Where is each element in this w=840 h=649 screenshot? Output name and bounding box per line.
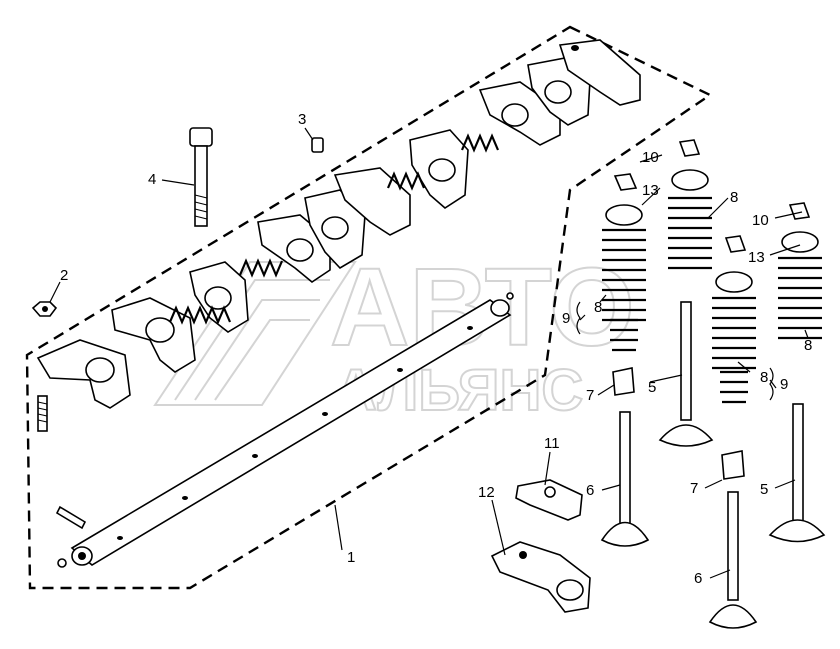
spring-retainer: [671, 169, 709, 191]
valve-spring: [712, 296, 756, 404]
callout-4: 4: [148, 171, 156, 188]
valve: [658, 301, 714, 447]
valve-springs: [602, 196, 822, 404]
callout-10-upper: 10: [642, 149, 659, 166]
callout-11: 11: [544, 435, 560, 452]
leader-lines: [49, 127, 809, 579]
valve-stem-seals: [612, 367, 745, 480]
valve-spring: [602, 228, 646, 352]
valve-collet: [788, 202, 811, 220]
valve: [708, 491, 758, 629]
callout-8-a: 8: [594, 299, 602, 316]
callout-7-upper: 7: [586, 387, 594, 404]
callout-3: 3: [298, 111, 306, 128]
callout-8-b: 8: [730, 189, 738, 206]
valve-collet: [724, 235, 747, 253]
callout-13-lower: 13: [748, 249, 765, 266]
spring-retainer: [605, 204, 643, 226]
callout-12: 12: [478, 484, 495, 501]
valves: [600, 301, 826, 629]
callouts: 1 2 3 4 5 5 6 6 7 7 8 8 8 8 9 9 10 10 11…: [60, 111, 812, 587]
rocker-arm: [36, 339, 131, 409]
valve-collet: [678, 139, 701, 157]
callout-8-d: 8: [804, 337, 812, 354]
nut: [31, 301, 58, 317]
shaft-spring: [168, 305, 232, 325]
callout-9-left: 9: [562, 310, 570, 327]
valve-stem-seal: [612, 367, 635, 396]
valve: [768, 403, 826, 543]
sleeve: [311, 137, 324, 153]
valve-spring: [778, 256, 822, 340]
callout-5-lower: 5: [760, 481, 768, 498]
shaft-spring: [460, 133, 500, 153]
shaft-springs: [168, 133, 500, 325]
assembly-boundary: [25, 25, 713, 590]
shaft-spring: [386, 171, 426, 191]
valve-stem-seal: [721, 450, 745, 480]
spring-retainers: [605, 169, 819, 293]
callout-9-braces: [576, 301, 774, 401]
valve-collets: [613, 139, 811, 253]
rocker-arm: [257, 214, 331, 283]
shaft-spring: [238, 258, 284, 278]
rocker-arm: [189, 261, 249, 333]
callout-5-upper: 5: [648, 379, 656, 396]
rocker-arm: [111, 297, 196, 373]
callout-6-lower: 6: [694, 570, 702, 587]
rocker-bracket: [490, 541, 591, 613]
rocker-arms: [36, 39, 641, 409]
stud: [37, 395, 48, 432]
spring-retainer: [781, 231, 819, 253]
valve-bridge: [515, 479, 583, 521]
rocker-shaft: [55, 292, 514, 568]
rocker-arm: [558, 39, 641, 106]
callout-8-c: 8: [760, 369, 768, 386]
callout-2: 2: [60, 267, 68, 284]
callout-7-lower: 7: [690, 480, 698, 497]
rocker-arm: [409, 129, 469, 209]
callout-13-upper: 13: [642, 182, 659, 199]
valve: [600, 411, 650, 547]
bolt: [189, 127, 213, 227]
callout-6-upper: 6: [586, 482, 594, 499]
valve-collet: [613, 173, 638, 191]
callout-1: 1: [347, 549, 355, 566]
callout-10-lower: 10: [752, 212, 769, 229]
rocker-arm: [333, 167, 411, 236]
callout-9-right: 9: [780, 376, 788, 393]
valve-spring: [668, 196, 712, 270]
spring-retainer: [715, 271, 753, 293]
